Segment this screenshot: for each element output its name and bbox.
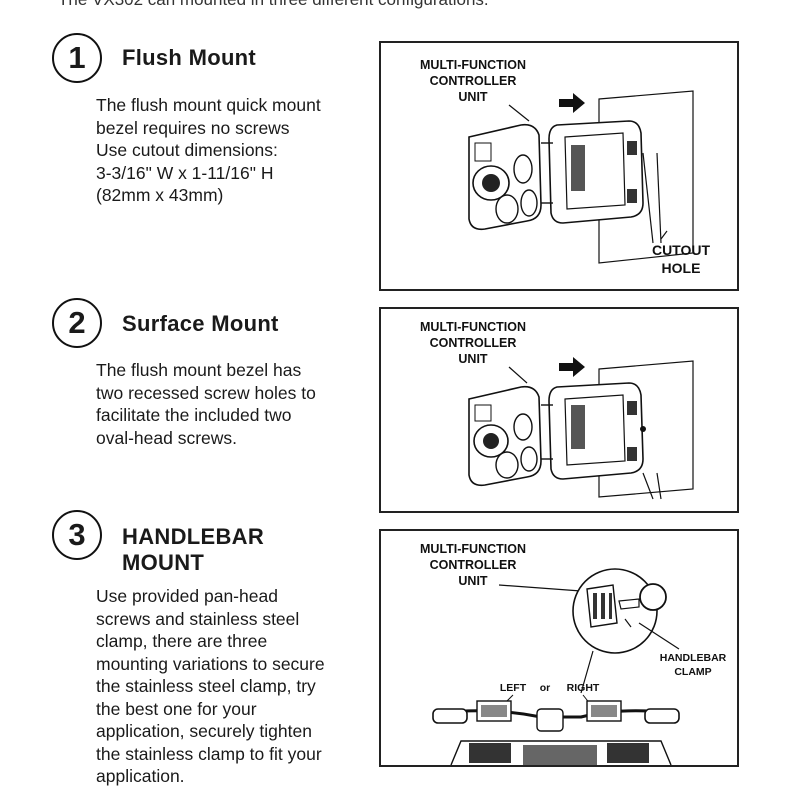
clamp-label-line1: HANDLEBAR — [660, 652, 727, 664]
step-number-2: 2 — [52, 298, 102, 348]
figure-handlebar-mount: MULTI-FUNCTION CONTROLLER UNIT HANDLEBAR… — [379, 529, 739, 767]
unit-label-line2: CONTROLLER — [430, 74, 517, 88]
right-label: RIGHT — [567, 682, 600, 694]
section-title-flush-mount: Flush Mount — [122, 45, 257, 70]
step-number-1: 1 — [52, 33, 102, 83]
section-title-handlebar-line1: HANDLEBAR — [122, 524, 265, 549]
unit-label-line2: CONTROLLER — [430, 336, 517, 350]
arrow-right-icon — [559, 357, 585, 377]
surface-mount-diagram: MULTI-FUNCTION CONTROLLER UNIT — [420, 320, 694, 500]
intro-text: The VX302 can mounted in three different… — [58, 0, 489, 10]
section-title-surface-mount: Surface Mount — [122, 311, 279, 336]
section-body-flush-mount: The flush mount quick mount bezel requir… — [96, 95, 321, 205]
unit-label-line3: UNIT — [458, 352, 488, 366]
section-title-handlebar-line2: MOUNT — [122, 550, 205, 575]
clamp-ring — [639, 583, 667, 611]
cutout-label-line1: CUTOUT — [652, 242, 711, 258]
figure-flush-mount: MULTI-FUNCTION CONTROLLER UNIT CUTOUT HO… — [379, 41, 739, 291]
unit-label-line1: MULTI-FUNCTION — [420, 320, 526, 334]
unit-label-line2: CONTROLLER — [430, 558, 517, 572]
unit-label-line3: UNIT — [458, 574, 488, 588]
section-body-surface-mount: The flush mount bezel has two recessed s… — [96, 360, 316, 448]
arrow-right-icon — [559, 93, 585, 113]
clamp-label-line2: CLAMP — [674, 666, 711, 678]
figure-surface-mount: MULTI-FUNCTION CONTROLLER UNIT — [379, 307, 739, 513]
handlebar-mount-diagram: MULTI-FUNCTION CONTROLLER UNIT HANDLEBAR… — [420, 542, 727, 765]
left-label: LEFT — [500, 682, 527, 694]
unit-label-line1: MULTI-FUNCTION — [420, 542, 526, 556]
or-label: or — [540, 682, 551, 694]
unit-label-line1: MULTI-FUNCTION — [420, 58, 526, 72]
step-number-3: 3 — [52, 510, 102, 560]
flush-mount-diagram: MULTI-FUNCTION CONTROLLER UNIT CUTOUT HO… — [420, 58, 711, 276]
cutout-label-line2: HOLE — [662, 260, 701, 276]
section-body-handlebar-mount: Use provided pan-head screws and stainle… — [96, 586, 325, 786]
screw-hole — [640, 426, 646, 432]
unit-label-line3: UNIT — [458, 90, 488, 104]
